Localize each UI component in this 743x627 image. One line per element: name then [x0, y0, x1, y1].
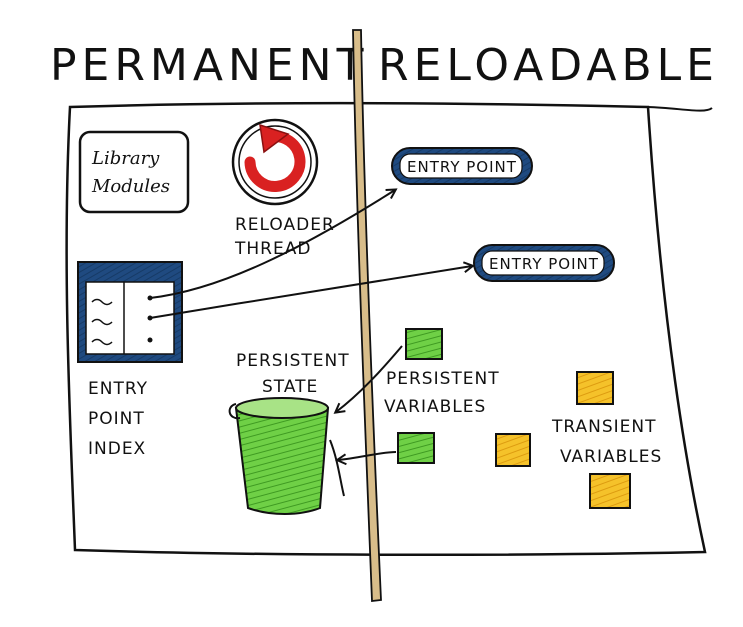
transient-variable-block-1 [576, 371, 614, 405]
entry-index-label-line2: POINT [88, 409, 145, 429]
reloader-label-line1: RELOADER [235, 215, 335, 235]
transient-variable-block-3 [589, 473, 631, 509]
divider-bar [352, 29, 382, 603]
transient-variable-block-2 [495, 433, 531, 467]
persistent-state-label-line1: PERSISTENT [236, 351, 350, 371]
entry-point-label-top: ENTRY POINT [407, 158, 517, 176]
transient-vars-label-line2: VARIABLES [560, 447, 662, 467]
permanent-header: PERMANENT [50, 40, 368, 91]
arrow-var-bottom-to-state [338, 451, 397, 460]
reloadable-header: RELOADABLE [378, 40, 719, 91]
persistent-variable-block-bottom [397, 432, 435, 464]
main-frame [65, 101, 707, 557]
persistent-state-label-line2: STATE [262, 377, 318, 397]
arrow-index-to-entry-top [149, 190, 395, 299]
persistent-variable-block-top [405, 328, 443, 360]
persistent-vars-label-line1: PERSISTENT [386, 369, 500, 389]
library-modules-box [78, 130, 190, 214]
entry-index-label-line3: INDEX [88, 439, 146, 459]
arrow-var-top-to-state [336, 345, 403, 412]
entry-point-index-table [77, 261, 183, 363]
entry-point-label-bottom: ENTRY POINT [489, 255, 599, 273]
reloader-label-line2: THREAD [234, 239, 311, 259]
arrow-index-to-entry-bottom [149, 266, 472, 319]
entry-point-pill-top: ENTRY POINT [391, 147, 533, 185]
library-label-line1: Library [91, 148, 160, 169]
entry-index-label-line1: ENTRY [88, 379, 148, 399]
persistent-state-bucket [228, 397, 345, 515]
transient-vars-label-line1: TRANSIENT [551, 417, 657, 437]
persistent-vars-label-line2: VARIABLES [384, 397, 486, 417]
frame-corner-tick [647, 106, 713, 112]
library-label-line2: Modules [91, 176, 170, 197]
reloader-icon [231, 118, 319, 206]
entry-point-pill-bottom: ENTRY POINT [473, 244, 615, 282]
